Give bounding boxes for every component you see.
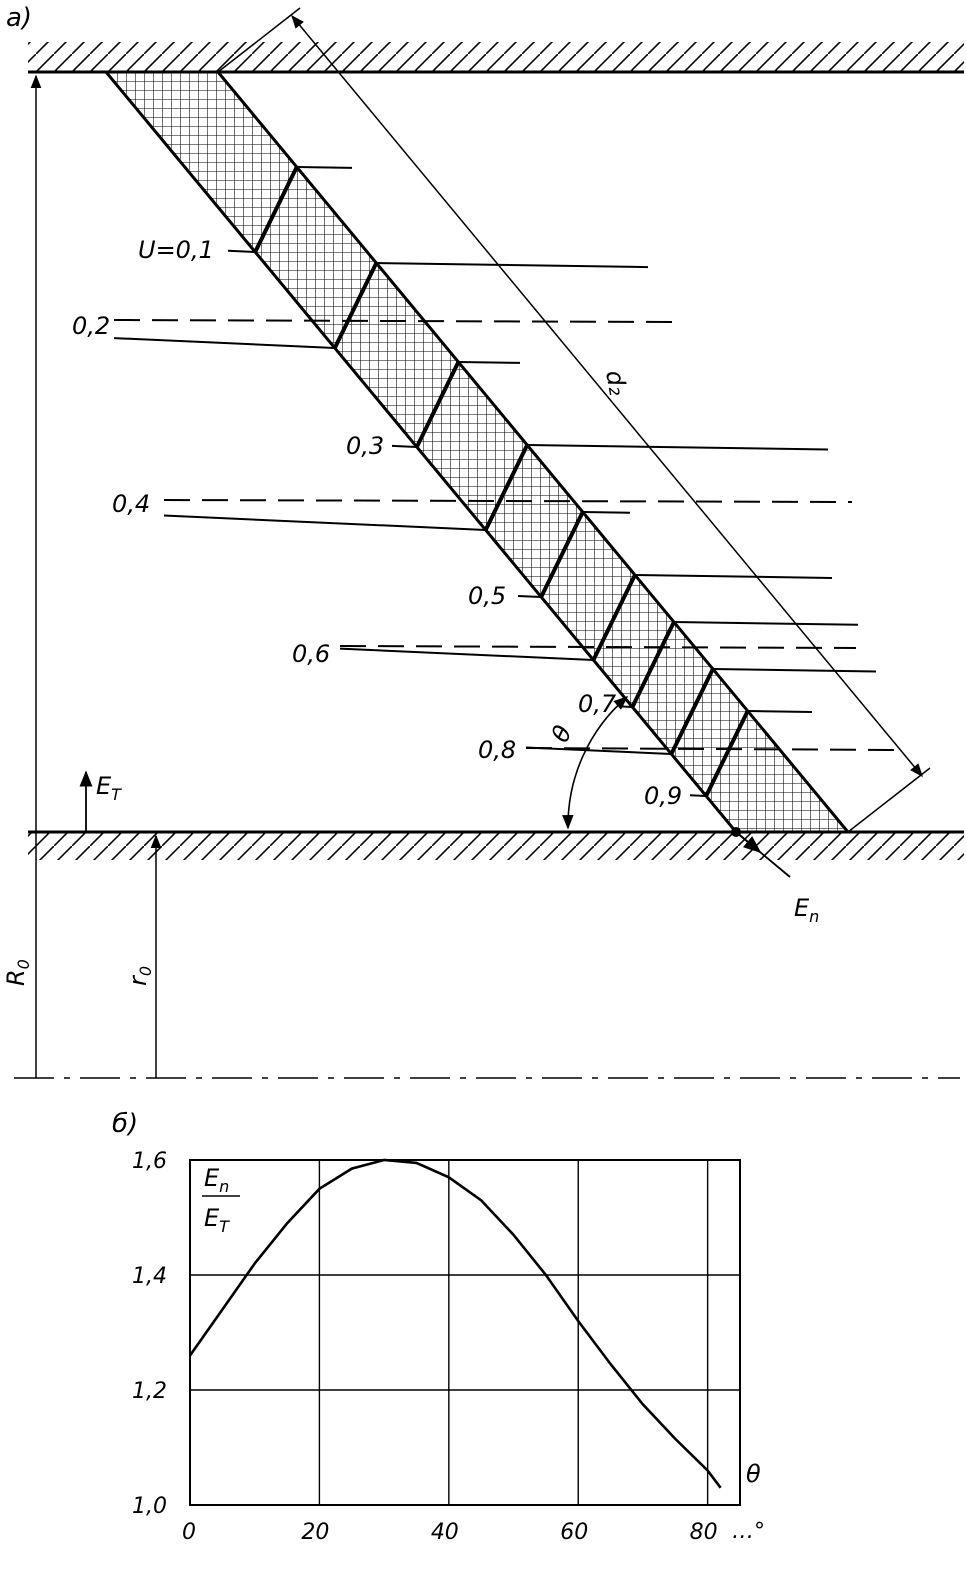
equipotential-label: 0,2: [72, 312, 110, 340]
outer-radius-sub: 0: [14, 959, 33, 969]
chart-y-ticks: 1,0 1,2 1,4 1,6: [132, 1149, 167, 1519]
chart-x-unit: …°: [732, 1519, 765, 1544]
svg-text:En: En: [204, 1164, 229, 1196]
panel-a: a) U=0,10,20,30,40,50,60,70,80,9 d₂ θ: [2, 3, 964, 1079]
equipotential-right-line: [582, 511, 631, 514]
field-normal-arrow: En: [731, 827, 819, 926]
equipotential-right-line: [747, 710, 813, 713]
equipotential-label: 0,5: [468, 582, 506, 610]
field-tangential-sub: T: [111, 785, 122, 804]
field-tangential-arrow: ET: [79, 770, 122, 832]
chart-x-tick-label: 60: [560, 1520, 588, 1545]
equipotential-right-line: [458, 361, 521, 364]
equipotential-label: 0,9: [644, 782, 682, 810]
svg-text:R0: R0: [2, 959, 33, 986]
chart-x-tick-label: 20: [301, 1520, 329, 1545]
equipotential-left-line: [391, 444, 417, 448]
y-label-numerator-sub: n: [219, 1177, 229, 1196]
chart-grid: [189, 1159, 741, 1506]
thickness-dimension: d₂: [217, 7, 931, 833]
field-normal-sub: n: [809, 907, 819, 926]
chart-y-tick-label: 1,0: [132, 1494, 167, 1519]
equipotential-dashed-line: [163, 499, 853, 503]
angle-label: θ: [546, 721, 578, 746]
equipotential-label: 0,3: [346, 432, 384, 460]
y-label-denominator: E: [204, 1204, 220, 1232]
equipotential-right-line: [712, 668, 877, 673]
thickness-label: d₂: [600, 368, 632, 398]
field-normal-label: E: [794, 894, 810, 922]
equipotential-label: U=0,1: [138, 236, 214, 264]
equipotential-cross-1: [253, 166, 299, 253]
equipotential-dashed-line: [113, 319, 673, 323]
chart-y-tick-label: 1,2: [132, 1379, 167, 1404]
equipotential-label: 0,8: [478, 736, 516, 764]
svg-text:En: En: [794, 894, 819, 926]
equipotential-left-line: [227, 249, 256, 253]
equipotential-right-line: [376, 262, 649, 269]
equipotential-label: 0,6: [292, 640, 330, 668]
panel-a-label: a): [6, 3, 32, 33]
chart-x-tick-label: 0: [182, 1520, 196, 1545]
chart-y-tick-label: 1,4: [132, 1264, 167, 1289]
svg-text:r0: r0: [124, 966, 155, 986]
chart-x-tick-label: 40: [431, 1520, 459, 1545]
equipotential-left-line: [163, 514, 486, 531]
chart: 0 20 40 60 80 1,0 1,2 1,4 1,6: [132, 1149, 741, 1545]
chart-y-tick-label: 1,6: [132, 1149, 167, 1174]
chart-y-label: En ET: [202, 1164, 240, 1236]
svg-text:ET: ET: [204, 1204, 230, 1236]
inner-electrode: [28, 830, 964, 860]
equipotential-left-line: [113, 337, 335, 349]
outer-radius-label: R: [2, 969, 30, 986]
chart-frame: [189, 1159, 741, 1506]
equipotential-right-line: [527, 444, 829, 451]
panel-b-label: б): [112, 1109, 138, 1139]
outer-radius-dimension: R0: [2, 74, 42, 1078]
outer-electrode: [28, 42, 964, 74]
inner-radius-label: r: [124, 974, 152, 986]
equipotential-left-line: [339, 647, 594, 661]
equipotential-label: 0,4: [112, 490, 150, 518]
svg-text:ET: ET: [96, 772, 122, 804]
chart-x-ticks: 0 20 40 60 80: [182, 1520, 718, 1545]
equipotential-right-line: [634, 574, 833, 579]
equipotential-right-line: [673, 621, 859, 626]
inner-radius-dimension: r0: [124, 834, 162, 1078]
chart-series-line: [188, 1158, 722, 1489]
chart-x-tick-label: 80: [690, 1520, 718, 1545]
equipotential-right-line: [296, 166, 353, 169]
chart-x-label: θ: [746, 1460, 761, 1488]
insulator-band: [102, 70, 852, 834]
y-label-denominator-sub: T: [219, 1217, 230, 1236]
equipotential-left-line: [689, 794, 707, 797]
equipotential-left-line: [517, 594, 542, 598]
field-tangential-label: E: [96, 772, 112, 800]
inner-radius-sub: 0: [136, 966, 155, 976]
y-label-numerator: E: [204, 1164, 220, 1192]
